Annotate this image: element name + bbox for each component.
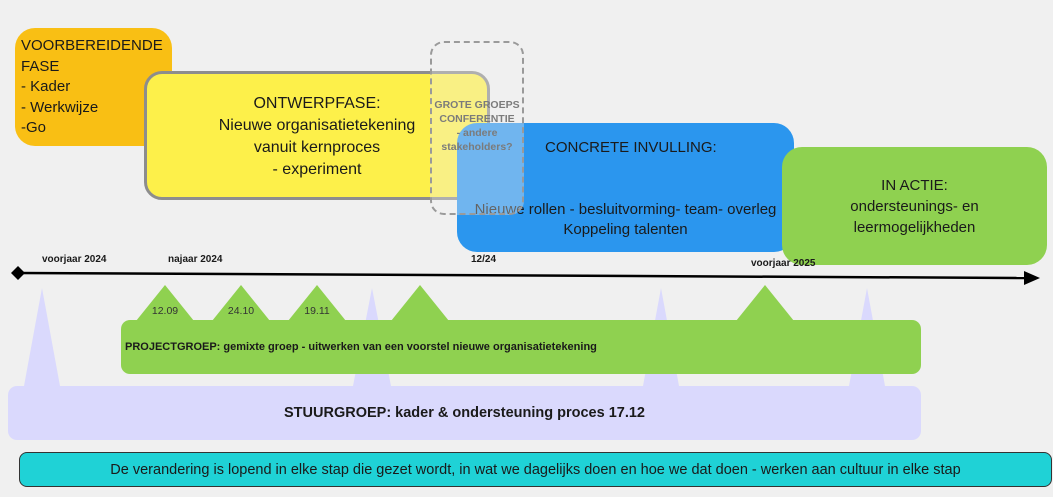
phase-actie: IN ACTIE: ondersteunings- en leermogelij… xyxy=(782,147,1047,265)
stuurgroep-triangle xyxy=(24,288,60,386)
phase-text: Koppeling talenten xyxy=(563,221,688,238)
phase-text: ondersteunings- en xyxy=(850,197,979,215)
phase-text: Nieuwe rollen - besluitvorming- team- ov… xyxy=(474,201,777,218)
projectgroep-triangle xyxy=(288,285,346,321)
timeline-arrowhead xyxy=(1024,271,1040,285)
phase-text: leermogelijkheden xyxy=(853,218,976,236)
conferentie-text: CONFERENTIE xyxy=(439,113,515,125)
meeting-date: 12.09 xyxy=(151,305,179,317)
projectgroep-triangle xyxy=(136,285,194,321)
phase-text: - Kader xyxy=(21,78,71,95)
conferentie-text: stakeholders? xyxy=(441,141,513,153)
meeting-date: 19.11 xyxy=(304,305,330,317)
phase-text: Nieuwe organisatietekening xyxy=(218,116,416,134)
meeting-date: 24.10 xyxy=(227,305,255,317)
conferentie-text: GROTE GROEPS xyxy=(434,99,520,111)
timeline-axis xyxy=(17,271,1029,280)
timeline-start-diamond xyxy=(11,266,25,280)
phase-text: vanuit kernproces xyxy=(253,138,381,156)
projectgroep-label: PROJECTGROEP: gemixte groep - uitwerken … xyxy=(125,341,597,353)
phase-text: VOORBEREIDENDE xyxy=(21,37,163,54)
timeline-label: 12/24 xyxy=(471,254,497,265)
phase-text: - experiment xyxy=(272,160,362,178)
phase-title: CONCRETE INVULLING: xyxy=(545,139,717,156)
projectgroep-triangle xyxy=(391,285,449,321)
banner-text: De verandering is lopend in elke stap di… xyxy=(110,461,961,478)
phase-concreet: CONCRETE INVULLING: Nieuwe rollen - besl… xyxy=(457,123,794,252)
projectgroep-triangle xyxy=(736,285,794,321)
phase-text: FASE xyxy=(21,57,60,75)
projectgroep-bar: PROJECTGROEP: gemixte groep - uitwerken … xyxy=(121,320,921,374)
phase-text: - Werkwijze xyxy=(21,98,99,116)
conferentie-text: - andere xyxy=(456,127,498,139)
stuurgroep-label: STUURGROEP: kader & ondersteuning proces… xyxy=(284,405,645,421)
conferentie-box: GROTE GROEPS CONFERENTIE - andere stakeh… xyxy=(430,41,524,215)
timeline-label: voorjaar 2025 xyxy=(751,258,816,269)
culture-banner: De verandering is lopend in elke stap di… xyxy=(19,452,1052,487)
projectgroep-triangle xyxy=(212,285,270,321)
timeline-label: najaar 2024 xyxy=(168,254,223,265)
phase-text: ONTWERPFASE: xyxy=(253,94,381,112)
phase-text: -Go xyxy=(21,119,47,136)
phase-text: IN ACTIE: xyxy=(881,176,948,194)
stuurgroep-bar: STUURGROEP: kader & ondersteuning proces… xyxy=(8,386,921,440)
phase-ontwerp: ONTWERPFASE: Nieuwe organisatietekening … xyxy=(144,71,490,200)
timeline-label: voorjaar 2024 xyxy=(42,254,107,265)
